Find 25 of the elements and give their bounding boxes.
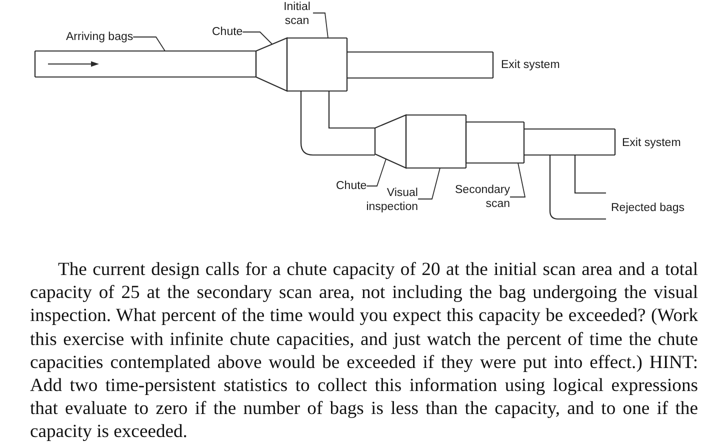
leader-line [242,32,272,44]
exercise-paragraph: The current design calls for a chute capacity of 20 at the initial scan area and a total capacity of 25 at the secondary scan area, not including the bag undergoing the visual inspection. What percent of the time would you expect this capacity be exceeded? (Work this exercise with infinite chute capacities, and just watch the percent of time the chute capacities contemplated above would be exceeded if they were put into effect.) HINT: Add two time-persistent statistics to collect this information using logical expressions that evaluate to zero if the number of bags is less than the capacity, and to one if the capacity is exceeded. [30,258,698,444]
leader-line [312,12,328,38]
part-label: Exit system [622,136,681,150]
part-label: Initial scan [281,0,313,28]
exit-pipe [346,51,494,79]
part-label: Chute [336,179,367,193]
leader-line [366,158,386,186]
part-label: Arriving bags [66,30,134,44]
scanner-box [465,121,525,164]
part-label: Chute [212,25,243,39]
exit-pipe [523,128,616,156]
leader-line [418,168,440,200]
inspection-box [405,114,467,169]
leader-line [132,36,166,52]
scanner-box [286,37,348,92]
reject-pipe [549,154,607,220]
part-label: Rejected bags [611,201,685,215]
leader-line [510,162,526,198]
chute-funnel [255,37,288,92]
chute-funnel [374,114,407,169]
conveyor-pipe [34,50,257,78]
part-label: Secondary scan [452,183,510,211]
part-label: Exit system [501,58,560,72]
pipe-bend [300,90,376,156]
